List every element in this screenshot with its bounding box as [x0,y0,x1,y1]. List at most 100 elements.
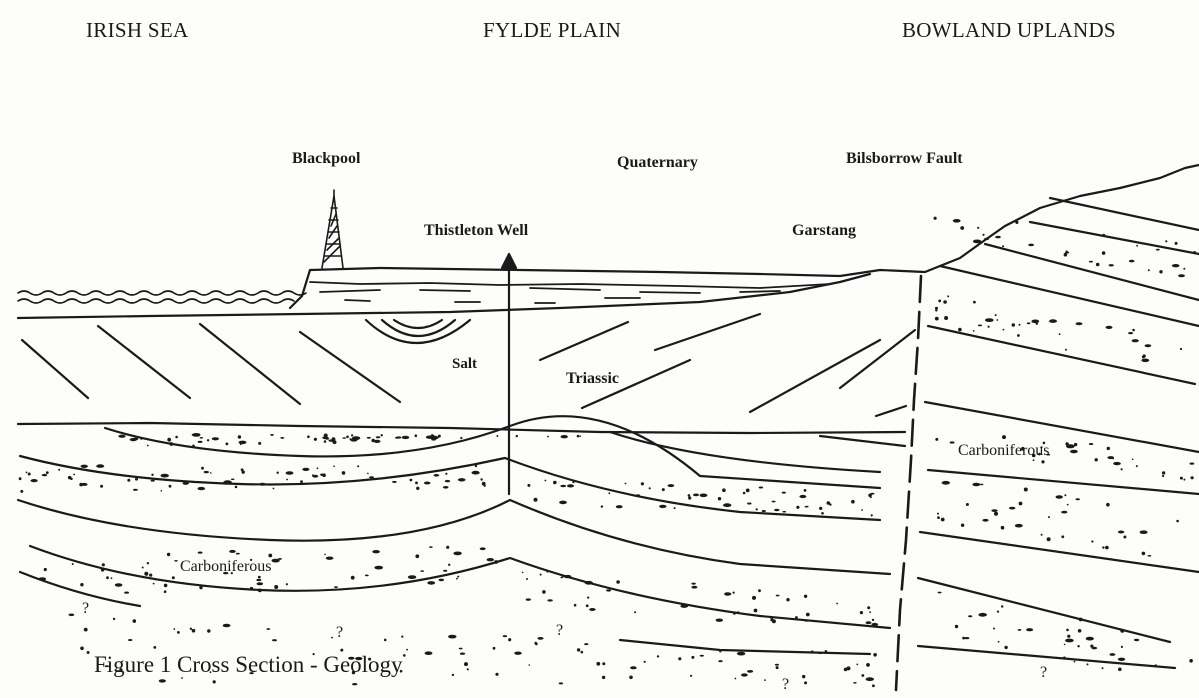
stipple-dot [1155,664,1157,666]
carboniferous-strata-east [918,198,1199,668]
stipple-dot [402,436,410,439]
stipple-dot [1156,249,1160,251]
stipple-dot [173,628,175,630]
stipple-dot [365,575,369,577]
stipple-dot [1096,263,1100,267]
stipple-dot [982,234,984,236]
stipple-dot [861,509,863,511]
stipple-dot [58,469,60,471]
stipple-dot [410,479,413,482]
unit-label-carboniferous-east: Carboniferous [958,442,1050,460]
stipple-dot [674,507,676,509]
stipple-dot [1189,659,1193,663]
stipple-dot [239,441,247,445]
stipple-dot [333,465,335,467]
stipple-dot [274,585,278,589]
stipple-dot [937,513,939,515]
stipple-dot [149,574,152,577]
stipple-dot [733,592,735,594]
stipple-dot [207,629,210,632]
stipple-dot [978,325,982,327]
stipple-dot [561,435,568,438]
stipple-dot [935,317,939,321]
stipple-dot [1078,629,1082,633]
stipple-dot [161,490,163,492]
stipple-dot [20,490,23,493]
unit-label-salt: Salt [452,356,477,373]
stipple-dot [106,576,109,579]
stipple-dot [1079,618,1083,622]
stipple-dot [459,648,463,650]
stipple-dot [994,512,998,516]
stipple-dot [457,576,459,578]
stipple-dot [494,560,498,564]
stipple-dot [425,651,433,655]
stipple-dot [141,477,143,479]
stipple-dot [30,479,37,482]
stipple-dot [1015,524,1023,528]
stipple-dot [460,437,462,439]
stipple-dot [966,503,969,506]
stipple-dot [718,660,722,662]
stipple-dot [522,572,524,574]
stipple-dot [1106,503,1110,507]
stipple-dot [1134,639,1139,641]
stipple-dot [973,301,976,304]
stipple-dot [404,475,406,477]
stipple-dot [1089,261,1093,263]
stipple-dot [322,474,326,478]
stipple-dot [545,480,547,482]
stipple-dot [1109,653,1115,656]
stipple-dot [718,497,721,500]
stipple-dot [1128,332,1133,334]
stipple-dot [943,300,947,304]
stipple-dot [346,436,349,439]
stipple-dot [795,616,798,619]
stipple-dot [1064,253,1068,257]
stipple-dot [235,486,238,489]
stipple-dot [688,496,691,499]
stipple-dot [229,550,236,553]
stipple-dot [357,465,359,467]
stipple-dot [944,316,948,320]
stipple-dot [351,576,355,580]
stipple-dot [42,474,47,476]
stipple-dot [1123,536,1126,539]
stipple-dot [546,571,548,573]
stipple-dot [352,436,360,440]
stipple-dot [585,581,593,585]
unknown-mark: ? [556,622,563,640]
stipple-dot [754,609,758,613]
stipple-dot [758,589,761,592]
stipple-dot [286,471,294,475]
stipple-dot [384,639,387,642]
stipple-dot [866,663,870,667]
stipple-dot [737,611,739,613]
stipple-dot [420,570,424,572]
stipple-dot [1004,646,1007,649]
stipple-dot [762,510,766,512]
stipple-dot [741,673,748,676]
stipple-dot [142,567,144,569]
stipple-dot [140,438,142,440]
stipple-dot [770,620,772,622]
stipple-dot [625,483,627,485]
stipple-dot [844,668,848,672]
stipple-dot [1112,457,1114,459]
stipple-dot [190,628,192,630]
stipple-dot [487,558,494,561]
stipple-dot [978,613,987,617]
stipple-dot [982,519,988,522]
stipple-dot [169,485,172,488]
stipple-dot [1001,526,1005,530]
stipple-dot [1175,242,1178,245]
stipple-dot [401,636,403,638]
stipple-dot [46,471,49,474]
stipple-dot [572,481,574,483]
stipple-dot [737,652,745,656]
stipple-dot [133,489,138,491]
stipple-dot [1141,359,1149,363]
stipple-dot [1064,644,1066,646]
stipple-dot [596,662,600,666]
stipple-dot [111,577,113,579]
